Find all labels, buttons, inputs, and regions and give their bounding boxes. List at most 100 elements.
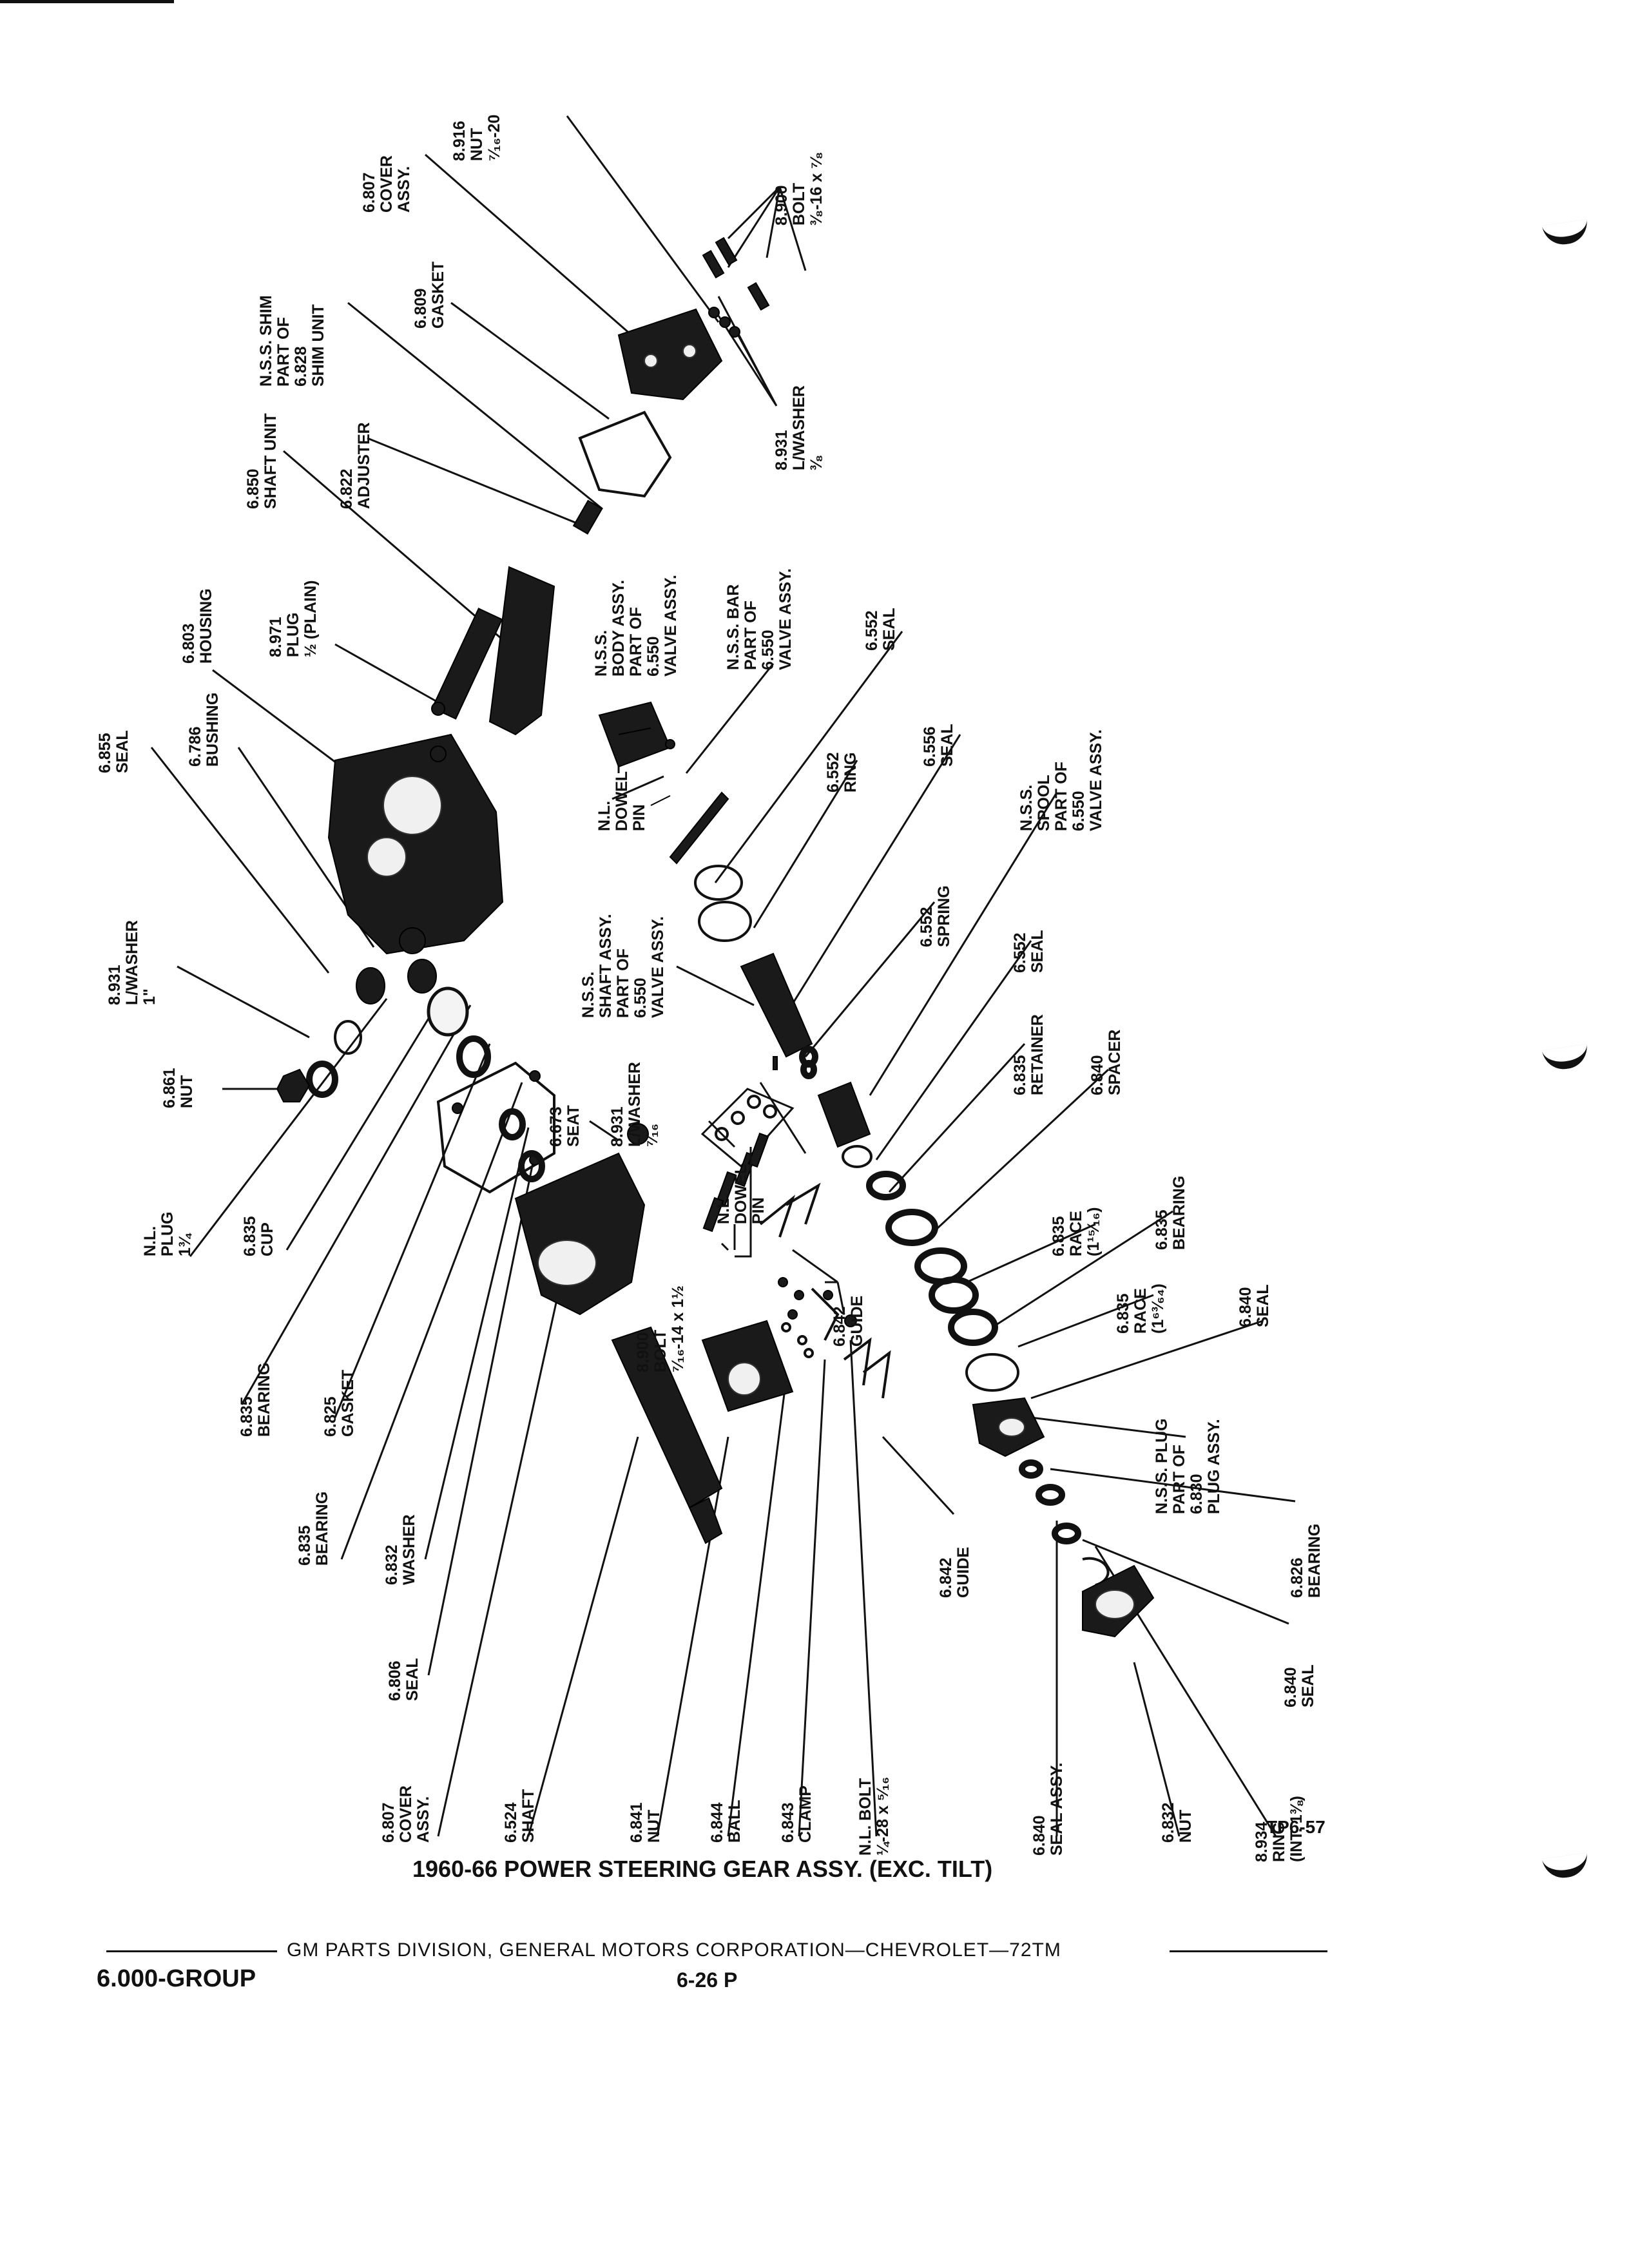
footer-rule-right xyxy=(1170,1950,1327,1952)
callout-line: 6.809 xyxy=(412,288,430,329)
callout-line: 6.841 xyxy=(628,1802,646,1843)
callout-line: COVER xyxy=(397,1785,415,1843)
callout-line: VALVE ASSY. xyxy=(649,916,667,1018)
callout-line: L/WASHER xyxy=(790,385,808,470)
callout-line: 6.825 xyxy=(322,1396,340,1437)
callout-line: PART OF xyxy=(1170,1445,1188,1514)
callout-line: SEAL xyxy=(1254,1284,1272,1327)
callout-line: 8.916 xyxy=(450,120,468,161)
callout-line: N.L. xyxy=(715,1193,733,1224)
figure-reference: TP6-57 xyxy=(1266,1817,1325,1837)
callout-line: ¼-28 x ⁵⁄₁₆ xyxy=(874,1776,892,1856)
callout-line: 6.828 xyxy=(292,346,310,387)
callout-line: N.S.S. xyxy=(579,971,597,1018)
callout-line: SEAT xyxy=(564,1105,583,1147)
callout-line: VALVE ASSY. xyxy=(1087,729,1105,831)
figure-caption: 1960-66 POWER STEERING GEAR ASSY. (EXC. … xyxy=(412,1856,993,1882)
callout-line: VALVE ASSY. xyxy=(776,568,795,670)
callout-line: PART OF xyxy=(1052,762,1070,831)
callout-line: 6.807 xyxy=(360,172,378,213)
callout-line: HOUSING xyxy=(197,588,215,664)
callout-line: N.S.S. xyxy=(592,629,610,677)
callout-line: 8.900 xyxy=(773,185,791,226)
callout-line: SEAL xyxy=(113,730,131,773)
callout-line: 6.835 xyxy=(1153,1209,1171,1250)
callout-line: ⁷⁄₁₆-20 xyxy=(485,114,503,161)
callout-line: SHAFT xyxy=(519,1789,537,1843)
callout-line: 8.971 xyxy=(267,617,285,657)
callout-line: 8.931 xyxy=(106,965,124,1005)
callout-line: NUT xyxy=(468,128,486,161)
callout-line: SEAL xyxy=(880,608,898,651)
callout-line: N.S.S. xyxy=(1017,784,1036,831)
lower-left-parts xyxy=(276,986,555,1194)
callout-line: N.L. xyxy=(595,800,613,831)
callout-line: 6.840 xyxy=(1088,1055,1106,1095)
callout-line: SPRING xyxy=(935,885,953,947)
callout-line: PIN xyxy=(630,804,648,831)
callout-line: SHAFT ASSY. xyxy=(597,914,615,1018)
callout-line: 6.835 xyxy=(238,1396,256,1437)
callout-line: L/WASHER xyxy=(123,920,141,1005)
callout-line: 6.822 xyxy=(338,468,356,509)
callout-line: ADJUSTER xyxy=(355,422,373,509)
callout-line: 6.832 xyxy=(383,1544,401,1585)
callout-line: 6.807 xyxy=(380,1802,398,1843)
callout-line: 6.835 xyxy=(1114,1293,1132,1334)
sector-shaft xyxy=(431,499,603,736)
callout-line: 8.931 xyxy=(773,430,791,470)
page-number: 6-26 P xyxy=(677,1968,738,1992)
callout-line: 6.840 xyxy=(1237,1287,1255,1327)
callout-line: 6.850 xyxy=(244,468,262,509)
callout-line: PART OF xyxy=(275,317,293,387)
callout-line: RING xyxy=(842,752,860,793)
callout-line: VALVE ASSY. xyxy=(662,575,680,677)
callout-line: ASSY. xyxy=(414,1796,432,1843)
corner-rule xyxy=(0,0,174,3)
callout-line: NUT xyxy=(645,1809,663,1843)
callout-line: (1¹⁵⁄₁₆) xyxy=(1084,1207,1103,1257)
callout-line: RETAINER xyxy=(1028,1014,1046,1095)
cover-bolt-group xyxy=(700,1088,891,1399)
callout-line: 6.550 xyxy=(631,977,650,1018)
callout-line: 6.552 xyxy=(1011,932,1029,973)
callout-line: PIN xyxy=(749,1197,767,1224)
callout-line: 6.806 xyxy=(386,1660,404,1701)
callout-line: 6.552 xyxy=(824,752,842,793)
callout-line: NUT xyxy=(1177,1809,1195,1843)
callout-line: 6.861 xyxy=(160,1068,178,1108)
callout-line: BEARING xyxy=(313,1491,331,1566)
callout-line: PLUG ASSY. xyxy=(1205,1419,1223,1514)
callout-line: 6.826 xyxy=(1288,1557,1306,1598)
callout-line: BUSHING xyxy=(204,692,222,767)
